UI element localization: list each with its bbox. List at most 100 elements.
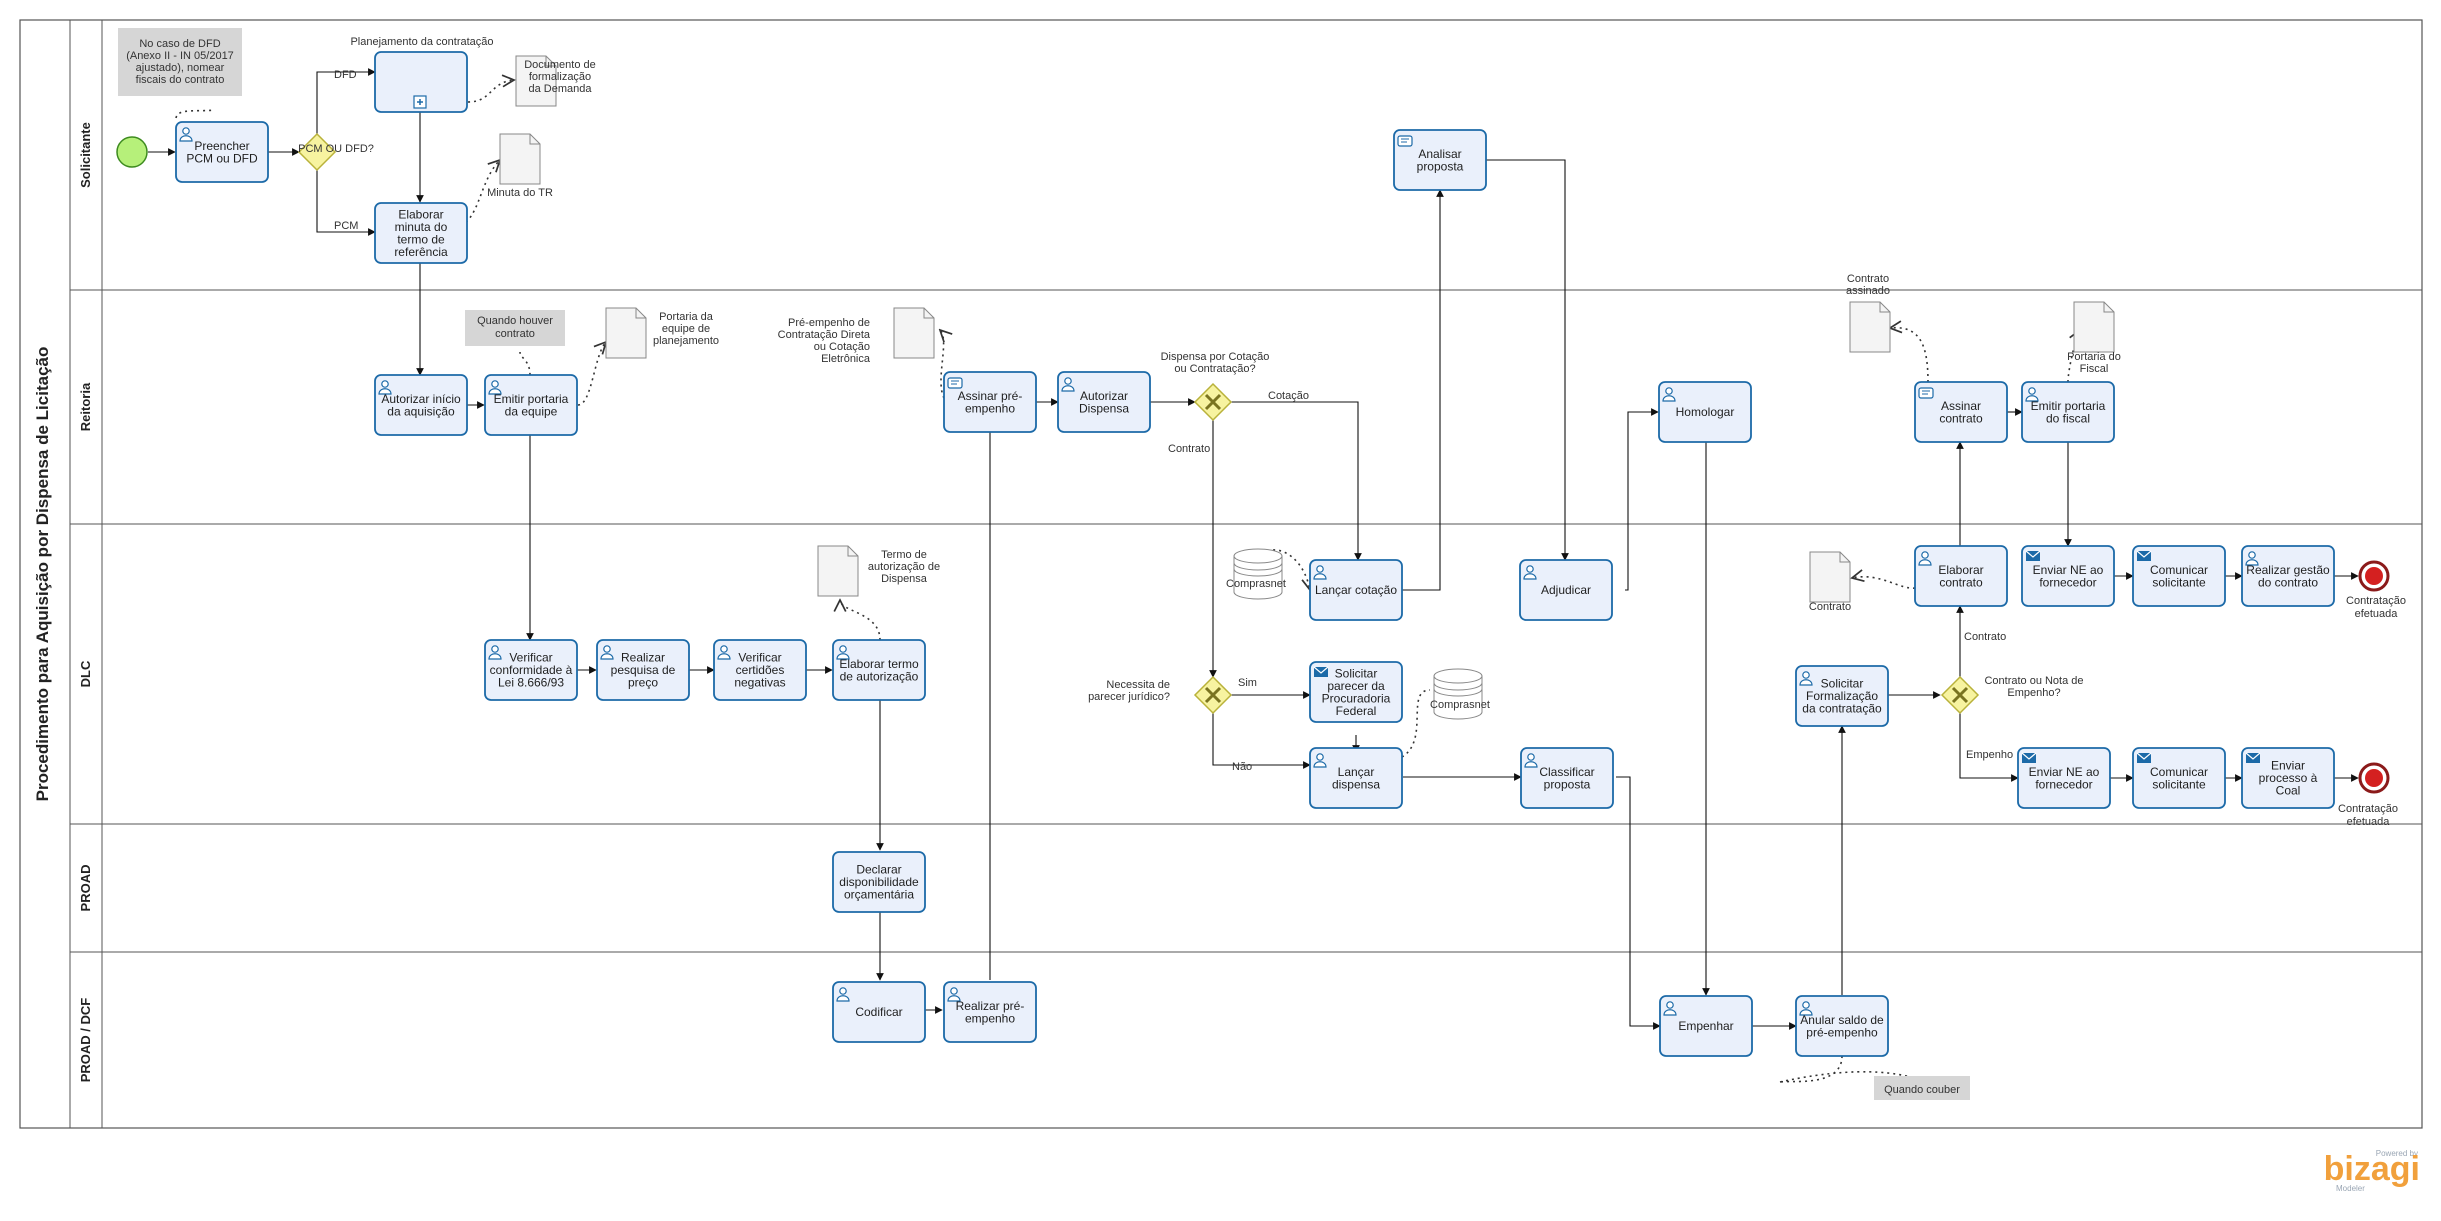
document-portaria-equipe[interactable] xyxy=(605,307,647,359)
mail-task-icon xyxy=(2025,550,2041,561)
task-label: Codificar xyxy=(855,1005,902,1019)
user-task-icon xyxy=(179,127,193,142)
user-task-icon xyxy=(1523,565,1537,580)
datastore-comprasnet-1[interactable] xyxy=(1233,548,1283,600)
datastore-comprasnet-1-label: Comprasnet xyxy=(1226,578,1286,590)
gateway-parecer[interactable] xyxy=(1193,675,1233,715)
document-doc-formalizacao[interactable] xyxy=(515,55,557,107)
lane-label-solicitante: Solicitante xyxy=(78,122,93,188)
task-label: Realizar pré-empenho xyxy=(956,999,1025,1026)
document-termo-autorizacao[interactable] xyxy=(817,545,859,597)
task-realizar-pre-empenho[interactable]: Realizar pré-empenho xyxy=(943,981,1037,1043)
flow-label-contrato-2: Contrato xyxy=(1964,631,2006,643)
user-task-icon xyxy=(600,645,614,660)
flow-label-cotacao: Cotação xyxy=(1268,390,1309,402)
user-task-icon xyxy=(378,380,392,395)
task-lancar-cotacao[interactable]: Lançar cotação xyxy=(1309,559,1403,621)
document-portaria-fiscal[interactable] xyxy=(2073,301,2115,353)
task-homologar[interactable]: Homologar xyxy=(1658,381,1752,443)
document-contrato-assinado[interactable] xyxy=(1849,301,1891,353)
user-task-icon xyxy=(836,987,850,1002)
user-task-icon xyxy=(947,987,961,1002)
task-empenhar[interactable]: Empenhar xyxy=(1659,995,1753,1057)
task-codificar[interactable]: Codificar xyxy=(832,981,926,1043)
gateway-dispensa[interactable] xyxy=(1193,382,1233,422)
datastore-comprasnet-2-label: Comprasnet xyxy=(1430,699,1490,711)
flow-label-pcm: PCM xyxy=(334,220,358,232)
user-task-icon xyxy=(1799,671,1813,686)
gateway-pcm-dfd[interactable] xyxy=(297,132,337,172)
document-pre-empenho[interactable] xyxy=(893,307,935,359)
user-task-icon xyxy=(488,645,502,660)
end-event-2[interactable] xyxy=(2358,762,2390,794)
mail-task-icon xyxy=(2136,752,2152,763)
user-task-icon xyxy=(1524,753,1538,768)
lane-label-proad: PROAD xyxy=(78,865,93,912)
flow-label-nao: Não xyxy=(1232,761,1252,773)
document-minuta-tr[interactable] xyxy=(499,133,541,185)
start-event[interactable] xyxy=(116,136,148,168)
mail-task-icon xyxy=(2136,550,2152,561)
user-task-icon xyxy=(2245,551,2259,566)
task-assinar-pre-empenho[interactable]: Assinar pré-empenho xyxy=(943,371,1037,433)
end-event-1[interactable] xyxy=(2358,560,2390,592)
datastore-comprasnet-2[interactable] xyxy=(1433,668,1483,720)
user-task-icon xyxy=(1313,753,1327,768)
subprocess-planejamento[interactable] xyxy=(374,51,468,113)
document-contrato-doc[interactable] xyxy=(1809,551,1851,603)
task-label: Empenhar xyxy=(1678,1019,1733,1033)
task-label: Assinar pré-empenho xyxy=(958,389,1023,416)
flow-label-sim: Sim xyxy=(1238,677,1257,689)
task-label: Homologar xyxy=(1676,405,1735,419)
gateway-contrato-empenho[interactable] xyxy=(1940,675,1980,715)
flow-label-empenho: Empenho xyxy=(1966,749,2013,761)
document-label: Contrato xyxy=(1809,601,1851,613)
svg-text:Quando couber: Quando couber xyxy=(1884,1084,1960,1096)
task-adjudicar[interactable]: Adjudicar xyxy=(1519,559,1613,621)
bizagi-logo: Powered by bizagi Modeler xyxy=(2324,1149,2420,1193)
